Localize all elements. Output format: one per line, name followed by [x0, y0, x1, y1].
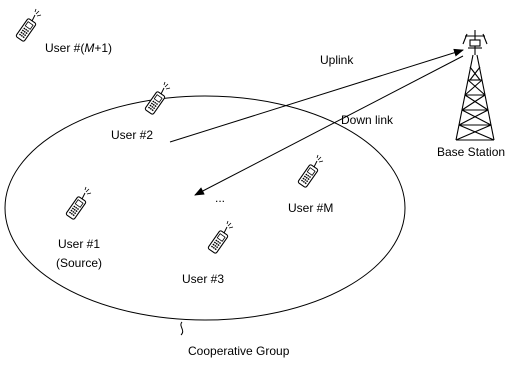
downlink-arrow: [194, 55, 464, 196]
label-user-2: User #2: [111, 128, 153, 142]
uplink-arrow: [169, 48, 464, 143]
label-ellipsis: ...: [215, 191, 225, 205]
cooperative-group-ellipse: [4, 95, 406, 321]
label-user-3: User #3: [182, 272, 224, 286]
label-downlink: Down link: [341, 113, 394, 127]
group-label-pointer: [180, 321, 184, 336]
label-user-m-plus-1: User #(M+1): [45, 41, 112, 55]
label-user-m: User #M: [288, 201, 333, 215]
base-station-tower-icon: [455, 30, 495, 141]
label-user-1-source: (Source): [56, 256, 102, 270]
phone-user-3-icon: [207, 220, 234, 255]
label-cooperative-group: Cooperative Group: [188, 344, 290, 358]
label-user-1: User #1: [58, 237, 100, 251]
label-base-station: Base Station: [437, 145, 505, 159]
label-uplink: Uplink: [320, 53, 354, 67]
phone-user-1-icon: [65, 186, 92, 221]
phone-user-m-icon: [297, 154, 324, 189]
phone-user-m-plus-1-icon: [15, 8, 42, 43]
